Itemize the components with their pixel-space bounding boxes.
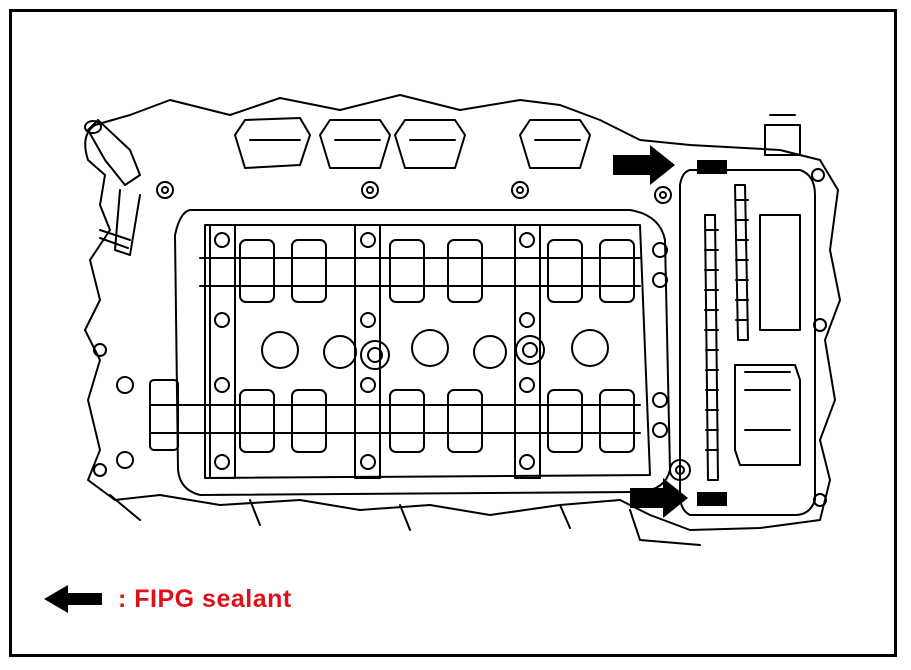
sealant-mark-top (697, 160, 727, 174)
intake-camshaft (199, 257, 641, 287)
right-arrow-icon (630, 478, 688, 518)
legend-label: : FIPG sealant (118, 584, 292, 613)
timing-chain-housing (679, 169, 816, 516)
legend: : FIPG sealant (40, 582, 292, 616)
bearing-cap-2 (354, 224, 381, 479)
intake-port-4 (519, 119, 591, 169)
intake-port-2 (319, 119, 391, 169)
left-arrow-icon (44, 585, 102, 613)
bearing-cap-1 (209, 224, 236, 479)
chain-tensioner (734, 364, 801, 466)
intake-port-1 (234, 117, 311, 169)
timing-chain (704, 184, 749, 481)
bearing-cap-3 (514, 224, 541, 479)
sealant-mark-bottom (697, 492, 727, 506)
cylinder-head-outline (84, 94, 841, 531)
left-pipe (87, 119, 141, 186)
diagram-frame (9, 9, 897, 657)
intake-port-3 (394, 119, 466, 169)
exhaust-camshaft (149, 404, 641, 434)
right-arrow-icon (613, 145, 675, 185)
